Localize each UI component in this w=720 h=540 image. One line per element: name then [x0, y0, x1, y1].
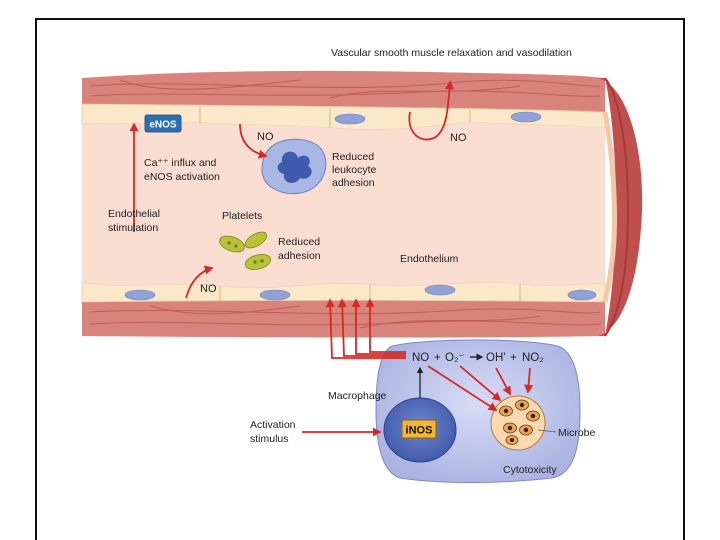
reduced-leukocyte-label-1: Reduced: [332, 151, 374, 163]
vessel-arrows: [129, 80, 455, 299]
endothelial-stim-label-1: Endothelial: [108, 208, 160, 220]
endothelium-label: Endothelium: [400, 253, 459, 265]
reduced-leukocyte-label-2: leukocyte: [332, 164, 377, 176]
microbe-cluster: [490, 395, 546, 451]
no-label-bottom: NO: [200, 283, 217, 295]
activation-stimulus-label-1: Activation: [250, 419, 296, 431]
endothelial-nuclei: [124, 111, 597, 301]
no-label-top-left: NO: [257, 131, 274, 143]
microbe-label: Microbe: [558, 427, 596, 439]
inos-label: iNOS: [406, 425, 433, 437]
no-label-top-right: NO: [450, 132, 467, 144]
platelets: [219, 231, 272, 270]
title-label: Vascular smooth muscle relaxation and va…: [331, 47, 572, 59]
equation-superoxide: O₂⁻: [445, 352, 464, 364]
inos-box: [401, 419, 437, 439]
slide-frame: [35, 18, 685, 540]
vessel-cut-intima: [602, 111, 618, 303]
vessel-cut-end: [598, 78, 643, 336]
equation-plus-2: +: [510, 352, 517, 364]
leukocyte: [261, 138, 327, 195]
reduced-leukocyte-label-3: adhesion: [332, 177, 375, 189]
vessel-cut-rim: [604, 77, 630, 337]
platelets-label: Platelets: [222, 210, 262, 222]
equation-no2: NO₂: [522, 352, 544, 364]
no-diffusion-arrows: [325, 298, 406, 359]
macrophage-label: Macrophage: [328, 390, 387, 402]
endothelial-stim-label-2: stimulation: [108, 222, 158, 234]
activation-stimulus-label-2: stimulus: [250, 433, 289, 445]
ca-influx-label-1: Ca⁺⁺ influx and: [144, 157, 217, 169]
enos-label: eNOS: [149, 120, 177, 131]
cytotoxic-arrows: [302, 365, 534, 437]
cell-junctions: [199, 106, 521, 301]
reduced-adhesion-label-2: adhesion: [278, 250, 321, 262]
ca-influx-label-2: eNOS activation: [144, 171, 220, 183]
equation-no: NO: [412, 352, 429, 364]
cytotoxicity-label: Cytotoxicity: [503, 464, 557, 476]
microbe-pointer: [537, 429, 557, 433]
muscle-striations: [89, 79, 601, 329]
reduced-adhesion-label-1: Reduced: [278, 236, 320, 248]
equation-plus-1: +: [434, 352, 441, 364]
equation-hydroxyl: OH': [486, 352, 505, 364]
vessel-lumen: [82, 122, 605, 288]
enos-box: [144, 114, 182, 133]
endothelium-bottom: [81, 281, 606, 303]
